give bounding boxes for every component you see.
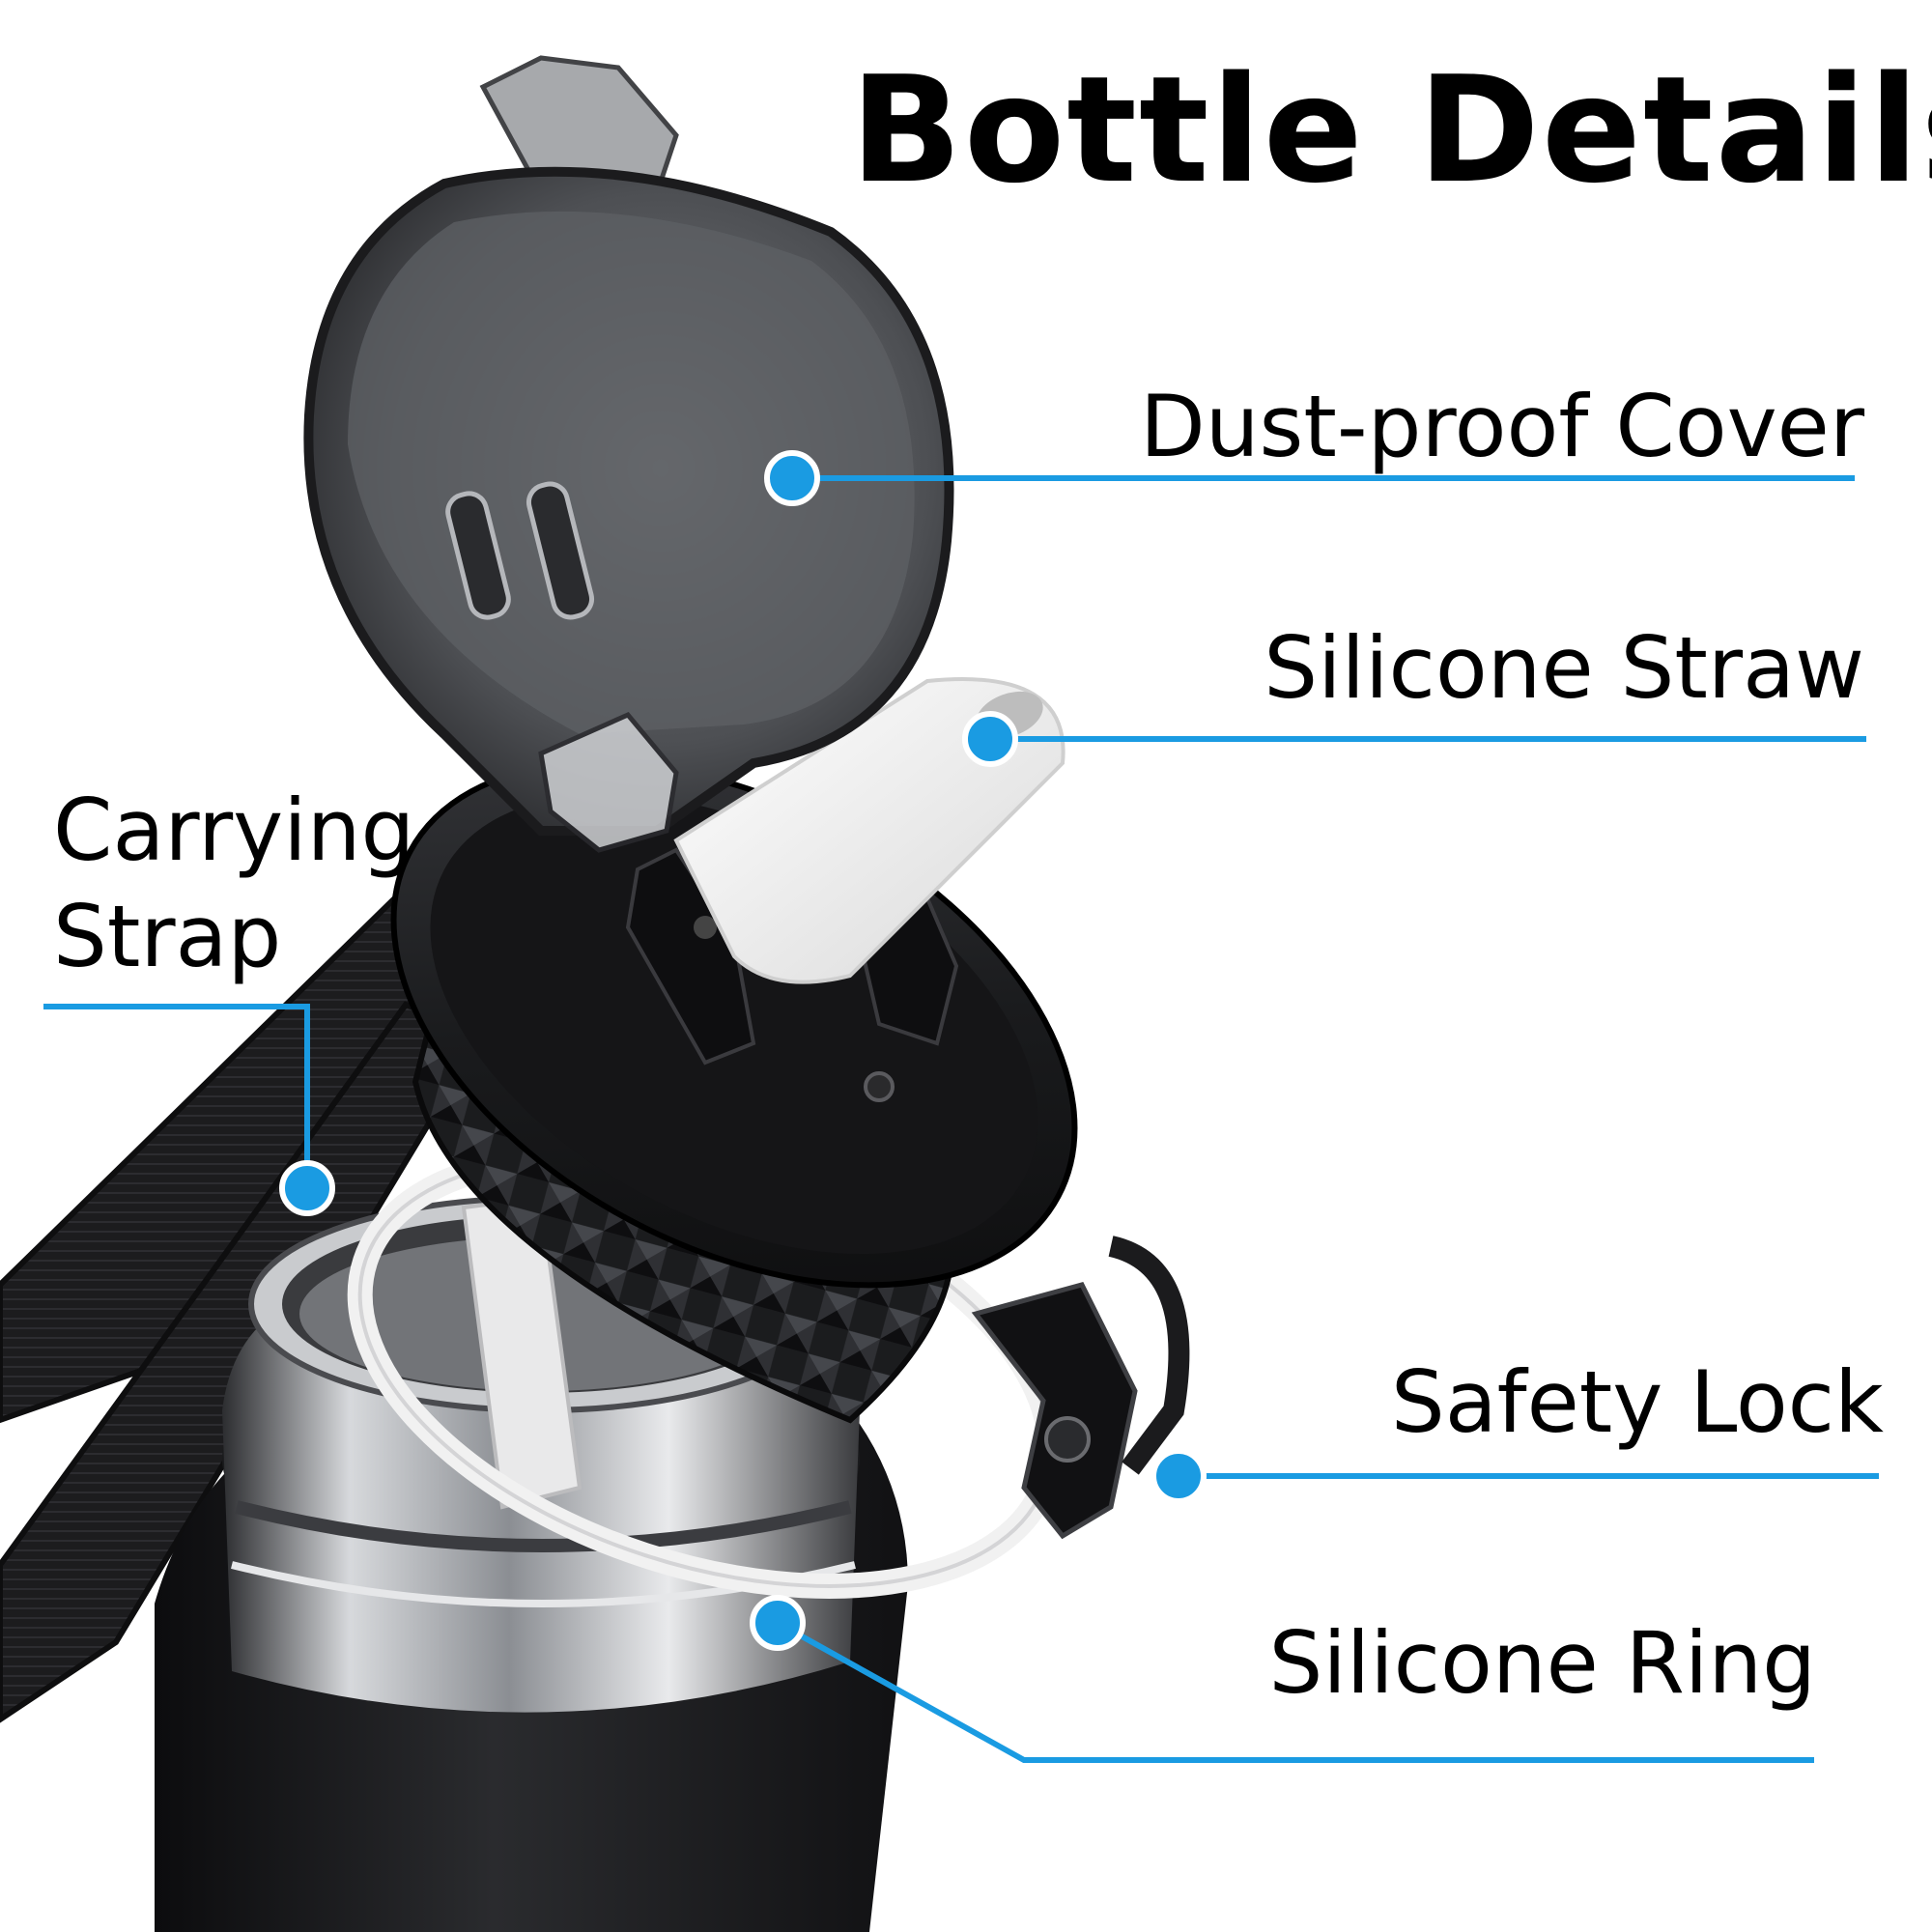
- safety-lock-label: Safety Lock: [1390, 1352, 1884, 1452]
- callout-line-strap: [43, 1004, 310, 1188]
- safety-lock: [971, 1236, 1190, 1540]
- callout-line-ring: [776, 1620, 1814, 1763]
- callout-dots: [279, 450, 1207, 1651]
- silicone-straw-label: Silicone Straw: [1264, 618, 1864, 718]
- callout-dot-straw: [962, 711, 1018, 767]
- silicone-straw-piece: [673, 677, 1065, 984]
- callout-dot-safety-lock: [1151, 1448, 1207, 1504]
- silicone-ring-label: Silicone Ring: [1268, 1613, 1816, 1713]
- callout-dot-dust-cover: [764, 450, 820, 506]
- callout-dot-ring: [750, 1595, 806, 1651]
- carrying-strap-label-line2: Strap: [53, 887, 282, 986]
- dust-proof-cover-label: Dust-proof Cover: [1139, 377, 1864, 476]
- carrying-strap-label-line1: Carrying: [53, 781, 415, 880]
- dust-proof-lid: [303, 55, 954, 853]
- callout-dot-strap: [279, 1160, 335, 1216]
- page-title: Bottle Details: [850, 44, 1932, 215]
- callout-lines: [43, 475, 1879, 1763]
- carrying-strap-label: Carrying Strap: [53, 778, 459, 990]
